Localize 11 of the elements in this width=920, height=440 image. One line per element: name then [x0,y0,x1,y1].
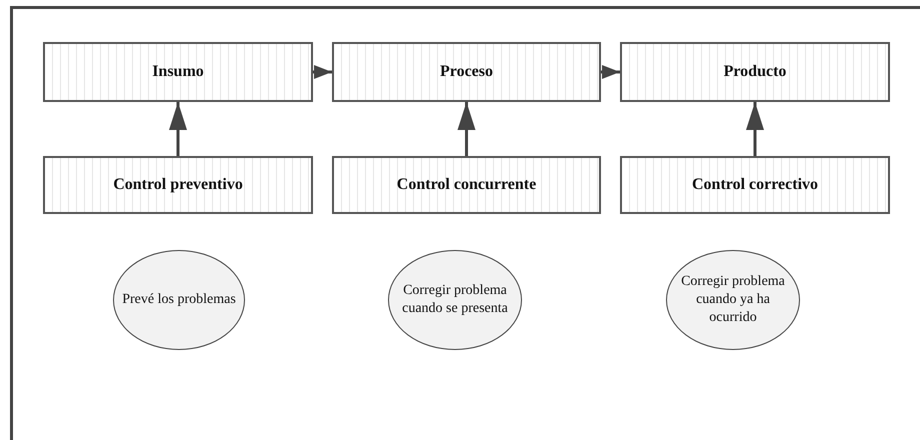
process-box: Control preventivo [43,156,313,214]
arrow [313,65,332,79]
arrow [601,65,620,79]
process-box: Control correctivo [620,156,890,214]
process-box: Control concurrente [332,156,601,214]
process-box: Proceso [332,42,601,102]
arrow [458,102,476,156]
process-box: Producto [620,42,890,102]
arrow [746,102,764,156]
process-box: Insumo [43,42,313,102]
arrow [169,102,187,156]
